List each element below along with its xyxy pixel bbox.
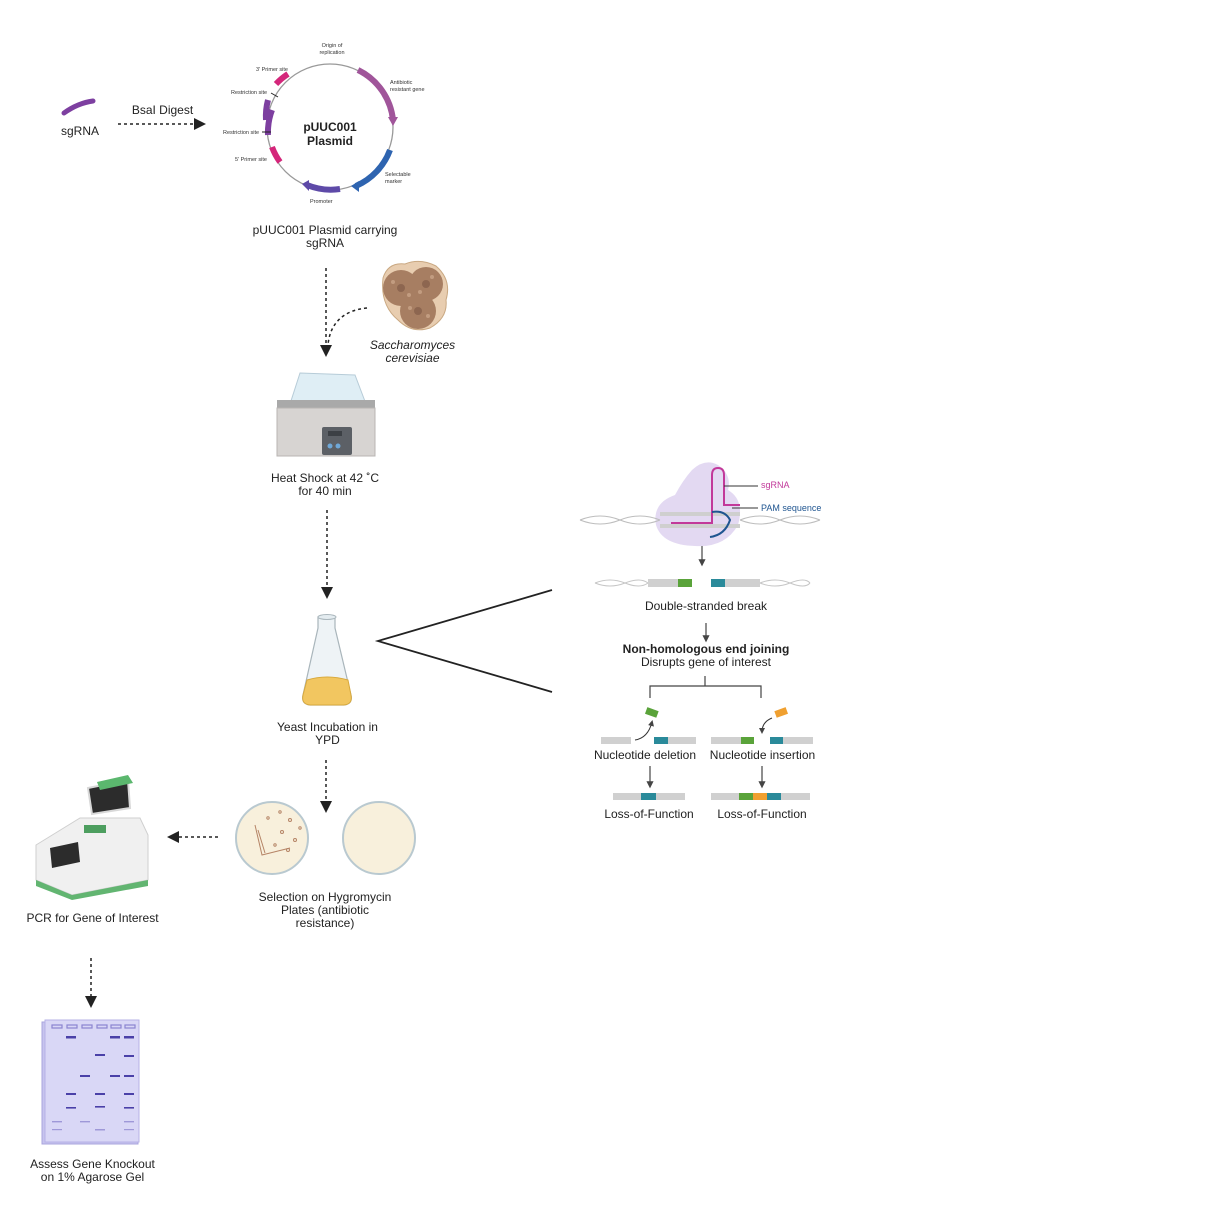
lof-right-label: Loss-of-Function bbox=[717, 807, 807, 821]
pam-callout: PAM sequence bbox=[761, 503, 822, 513]
label-promoter: Promoter bbox=[310, 199, 333, 205]
zoom-callout-lines bbox=[374, 589, 553, 693]
label-primer5: 5' Primer site bbox=[235, 157, 267, 163]
nhej-title: Non-homologous end joining bbox=[622, 642, 790, 656]
label-restriction1: Restriction site bbox=[231, 90, 268, 96]
label-primer3: 3' Primer site bbox=[256, 67, 288, 73]
sgrna-callout: sgRNA bbox=[761, 480, 790, 490]
sgrna-label: sgRNA bbox=[60, 124, 99, 138]
label-restriction2: Restriction site bbox=[223, 130, 260, 136]
insertion-label: Nucleotide insertion bbox=[709, 748, 816, 762]
nhej-subtitle: Disrupts gene of interest bbox=[640, 655, 772, 669]
dsb-label: Double-stranded break bbox=[644, 599, 768, 613]
pcr-label: PCR for Gene of Interest bbox=[26, 911, 159, 925]
lof-left-label: Loss-of-Function bbox=[604, 807, 694, 821]
deletion-label: Nucleotide deletion bbox=[593, 748, 697, 762]
digest-label: BsaI Digest bbox=[131, 103, 194, 117]
